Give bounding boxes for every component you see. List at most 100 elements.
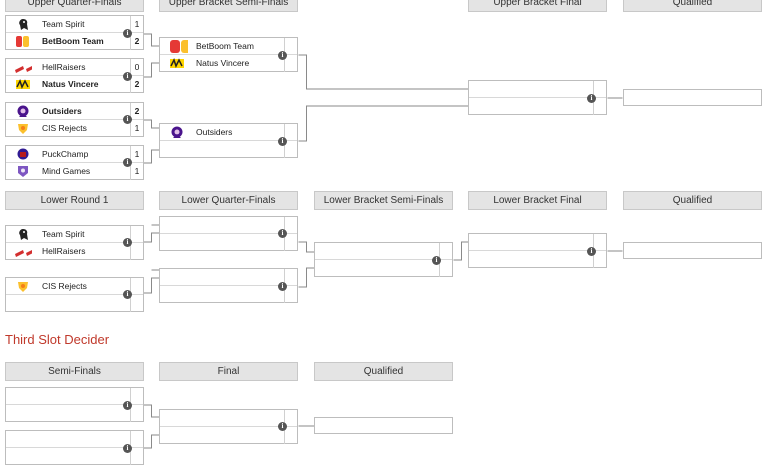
match-info-icon[interactable]: i bbox=[587, 94, 596, 103]
match-lower-final[interactable] bbox=[468, 233, 607, 268]
team-slot[interactable] bbox=[160, 269, 284, 286]
team-slot[interactable]: BetBoom Team bbox=[160, 38, 284, 55]
score bbox=[130, 448, 143, 465]
team-slot[interactable]: Mind Games bbox=[6, 163, 130, 180]
outsiders-logo-icon bbox=[17, 105, 29, 117]
score bbox=[130, 405, 143, 422]
mind-games-logo-icon bbox=[18, 166, 28, 177]
team-name: Team Spirit bbox=[42, 229, 85, 239]
match-info-icon[interactable]: i bbox=[123, 401, 132, 410]
match-info-icon[interactable]: i bbox=[123, 444, 132, 453]
score bbox=[284, 234, 297, 251]
score bbox=[284, 141, 297, 158]
team-slot[interactable]: Outsiders bbox=[160, 124, 284, 141]
qualified-slot-lower[interactable] bbox=[623, 242, 762, 259]
match-info-icon[interactable]: i bbox=[278, 422, 287, 431]
qualified-slot-upper[interactable] bbox=[623, 89, 762, 106]
team-slot[interactable] bbox=[160, 286, 284, 303]
match-lower-sf[interactable] bbox=[314, 242, 453, 277]
match-upper-qf-1[interactable]: Team Spirit BetBoom Team 1 2 bbox=[5, 15, 144, 50]
team-slot[interactable] bbox=[160, 410, 284, 427]
score: 1 bbox=[130, 16, 143, 33]
match-upper-sf-2[interactable]: Outsiders bbox=[159, 123, 298, 158]
match-info-icon[interactable]: i bbox=[278, 137, 287, 146]
score: 1 bbox=[130, 120, 143, 137]
header-lower-semi-finals: Lower Bracket Semi-Finals bbox=[314, 191, 453, 210]
team-slot[interactable]: BetBoom Team bbox=[6, 33, 130, 50]
match-upper-qf-2[interactable]: HellRaisers Natus Vincere 0 2 bbox=[5, 58, 144, 93]
team-name: CIS Rejects bbox=[42, 123, 87, 133]
match-lower-r1-2[interactable]: CIS Rejects bbox=[5, 277, 144, 312]
score bbox=[284, 427, 297, 444]
score bbox=[593, 98, 606, 115]
team-slot[interactable] bbox=[469, 81, 593, 98]
header-third-qualified: Qualified bbox=[314, 362, 453, 381]
team-slot[interactable]: PuckChamp bbox=[6, 146, 130, 163]
hellraisers-logo-icon bbox=[15, 66, 32, 73]
score bbox=[439, 260, 452, 277]
team-slot[interactable]: Outsiders bbox=[6, 103, 130, 120]
team-slot[interactable] bbox=[160, 234, 284, 251]
score: 1 bbox=[130, 163, 143, 180]
team-slot[interactable] bbox=[469, 98, 593, 115]
team-slot[interactable] bbox=[160, 217, 284, 234]
match-info-icon[interactable]: i bbox=[123, 115, 132, 124]
team-slot[interactable] bbox=[160, 427, 284, 444]
header-upper-semi-finals: Upper Bracket Semi-Finals bbox=[159, 0, 298, 12]
puckchamp-logo-icon bbox=[17, 148, 29, 160]
team-slot[interactable]: Team Spirit bbox=[6, 226, 130, 243]
team-slot[interactable] bbox=[6, 431, 130, 448]
match-lower-qf-2[interactable] bbox=[159, 268, 298, 303]
section-title-third-slot-decider: Third Slot Decider bbox=[5, 332, 110, 347]
team-name: Mind Games bbox=[42, 166, 91, 176]
team-slot[interactable] bbox=[469, 234, 593, 251]
match-info-icon[interactable]: i bbox=[123, 29, 132, 38]
natus-vincere-logo-icon bbox=[170, 58, 184, 68]
score bbox=[130, 431, 143, 448]
match-upper-qf-4[interactable]: PuckChamp Mind Games 1 1 bbox=[5, 145, 144, 180]
header-lower-final: Lower Bracket Final bbox=[468, 191, 607, 210]
team-slot[interactable] bbox=[6, 448, 130, 465]
cis-rejects-logo-icon bbox=[18, 124, 28, 134]
team-slot[interactable]: Natus Vincere bbox=[6, 76, 130, 93]
team-slot[interactable] bbox=[6, 388, 130, 405]
team-slot[interactable] bbox=[6, 295, 130, 312]
match-info-icon[interactable]: i bbox=[123, 290, 132, 299]
team-slot[interactable]: CIS Rejects bbox=[6, 278, 130, 295]
team-slot[interactable] bbox=[315, 260, 439, 277]
match-lower-r1-1[interactable]: Team Spirit HellRaisers bbox=[5, 225, 144, 260]
score: 2 bbox=[130, 103, 143, 120]
team-slot[interactable]: HellRaisers bbox=[6, 243, 130, 260]
match-third-sf-1[interactable] bbox=[5, 387, 144, 422]
team-slot[interactable] bbox=[315, 243, 439, 260]
match-lower-qf-1[interactable] bbox=[159, 216, 298, 251]
team-slot[interactable]: CIS Rejects bbox=[6, 120, 130, 137]
match-upper-sf-1[interactable]: BetBoom Team Natus Vincere bbox=[159, 37, 298, 72]
team-slot[interactable]: HellRaisers bbox=[6, 59, 130, 76]
team-name: CIS Rejects bbox=[42, 281, 87, 291]
header-upper-qualified: Qualified bbox=[623, 0, 762, 12]
match-info-icon[interactable]: i bbox=[123, 158, 132, 167]
team-slot[interactable] bbox=[6, 405, 130, 422]
match-third-final[interactable] bbox=[159, 409, 298, 444]
team-slot[interactable]: Team Spirit bbox=[6, 16, 130, 33]
score bbox=[439, 243, 452, 260]
hellraisers-logo-icon bbox=[15, 250, 32, 257]
score bbox=[130, 388, 143, 405]
cis-rejects-logo-icon bbox=[18, 282, 28, 292]
match-info-icon[interactable]: i bbox=[123, 238, 132, 247]
score bbox=[284, 55, 297, 72]
match-info-icon[interactable]: i bbox=[278, 282, 287, 291]
team-slot[interactable] bbox=[469, 251, 593, 268]
team-slot[interactable]: Natus Vincere bbox=[160, 55, 284, 72]
match-upper-qf-3[interactable]: Outsiders CIS Rejects 2 1 bbox=[5, 102, 144, 137]
match-info-icon[interactable]: i bbox=[587, 247, 596, 256]
match-info-icon[interactable]: i bbox=[278, 51, 287, 60]
match-info-icon[interactable]: i bbox=[123, 72, 132, 81]
match-upper-final[interactable] bbox=[468, 80, 607, 115]
match-info-icon[interactable]: i bbox=[432, 256, 441, 265]
team-slot[interactable] bbox=[160, 141, 284, 158]
qualified-slot-third[interactable] bbox=[314, 417, 453, 434]
match-info-icon[interactable]: i bbox=[278, 229, 287, 238]
score: 2 bbox=[130, 33, 143, 50]
